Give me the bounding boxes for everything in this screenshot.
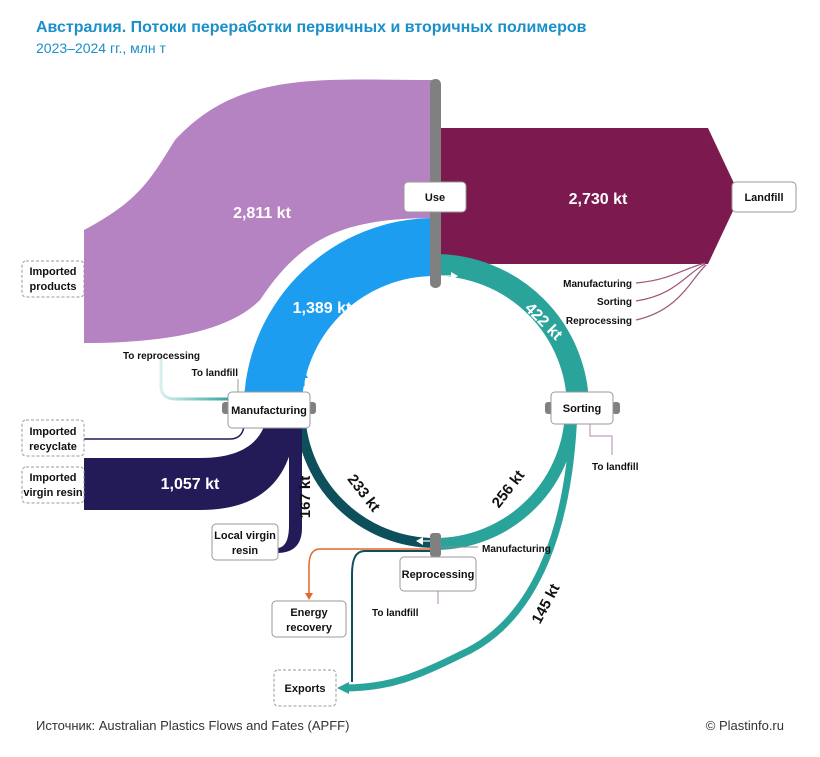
node-imported-recyclate-label-2: recyclate: [29, 441, 77, 453]
flow-imported-products-to-use: [84, 79, 435, 344]
flow-manufacturing-to-use: [244, 217, 435, 400]
flow-imported-recyclate-to-manufacturing: [84, 423, 245, 440]
reprocessing-bar: [430, 533, 441, 557]
flow-sorting-to-reprocessing: [434, 407, 577, 550]
node-imported-virgin-label-2: virgin resin: [23, 487, 83, 499]
node-imported-recyclate: Imported recyclate: [21, 419, 85, 457]
node-imported-recyclate-label-1: Imported: [29, 426, 76, 438]
direction-arrow-up: [300, 371, 308, 378]
node-landfill-label: Landfill: [744, 192, 783, 204]
flow-reprocessing-to-landfill-line: [635, 264, 707, 321]
direction-arrow-left: [416, 537, 423, 545]
flow-imported-virgin-to-manufacturing: [84, 410, 296, 510]
flow-sorting-to-exports: [344, 409, 578, 692]
chart-subtitle: 2023–2024 гг., млн т: [36, 40, 166, 56]
chart-title: Австралия. Потоки переработки первичных …: [36, 19, 587, 36]
value-imported-virgin-to-manufacturing: 1,057 kt: [161, 476, 220, 493]
label-sorting-to-landfill: To landfill: [592, 462, 639, 473]
node-imported-products-label-1: Imported: [29, 266, 76, 278]
node-reprocessing: Reprocessing: [399, 556, 477, 592]
flow-use-to-landfill: [435, 128, 740, 264]
label-reprocessing-to-landfill: To landfill: [372, 608, 419, 619]
node-sorting: Sorting: [550, 391, 614, 425]
flow-sorting-to-landfill: [589, 424, 613, 455]
flow-sorting-to-landfill-line: [635, 263, 706, 302]
direction-arrow-right: [451, 272, 458, 280]
node-energy-label-2: recovery: [286, 622, 333, 634]
node-manufacturing: Manufacturing: [227, 391, 311, 429]
flow-manufacturing-to-reprocessing: [159, 356, 232, 401]
flow-local-virgin-to-manufacturing: [277, 410, 302, 553]
exports-arrowhead: [337, 682, 349, 694]
node-use: Use: [403, 181, 467, 213]
node-use-label: Use: [425, 192, 445, 204]
landfill-source-manufacturing: Manufacturing: [563, 279, 632, 290]
flow-reprocessing-to-energy: [308, 548, 430, 596]
node-imported-products: Imported products: [21, 260, 85, 298]
node-sorting-label: Sorting: [563, 403, 602, 415]
flow-manufacturing-to-landfill-line: [635, 262, 706, 284]
node-local-virgin-resin: Local virgin resin: [211, 523, 279, 561]
node-local-virgin-label-2: resin: [232, 545, 259, 557]
value-manufacturing-to-use: 1,389 kt: [293, 300, 352, 317]
credit-note: © Plastinfo.ru: [705, 718, 784, 733]
source-note: Источник: Australian Plastics Flows and …: [36, 718, 350, 733]
node-landfill: Landfill: [731, 181, 797, 213]
node-imported-products-label-2: products: [29, 281, 76, 293]
value-local-virgin-to-manufacturing: 167 kt: [297, 476, 314, 519]
label-to-reprocessing: To reprocessing: [123, 351, 200, 362]
node-exports: Exports: [273, 669, 337, 707]
node-imported-virgin-label-1: Imported: [29, 472, 76, 484]
node-reprocessing-label: Reprocessing: [402, 569, 475, 581]
node-manufacturing-label: Manufacturing: [231, 405, 307, 417]
value-use-to-landfill: 2,730 kt: [569, 191, 628, 208]
node-energy-label-1: Energy: [290, 607, 328, 619]
energy-arrowhead: [305, 593, 313, 600]
node-imported-virgin-resin: Imported virgin resin: [21, 466, 85, 504]
node-energy-recovery: Energy recovery: [271, 600, 347, 638]
flow-reprocessing-to-exports: [351, 550, 435, 682]
flow-reprocessing-to-manufacturing: [295, 407, 436, 548]
label-reprocessing-to-manufacturing: Manufacturing: [482, 544, 551, 555]
landfill-source-sorting: Sorting: [597, 297, 632, 308]
landfill-source-reprocessing: Reprocessing: [566, 316, 632, 327]
value-imported-products-to-use: 2,811 kt: [233, 205, 292, 222]
label-manufacturing-to-landfill: To landfill: [192, 368, 239, 379]
node-exports-label: Exports: [285, 683, 326, 695]
flow-use-to-sorting: [434, 254, 589, 409]
sorting-connector-right: [612, 402, 620, 414]
node-local-virgin-label-1: Local virgin: [214, 530, 276, 542]
